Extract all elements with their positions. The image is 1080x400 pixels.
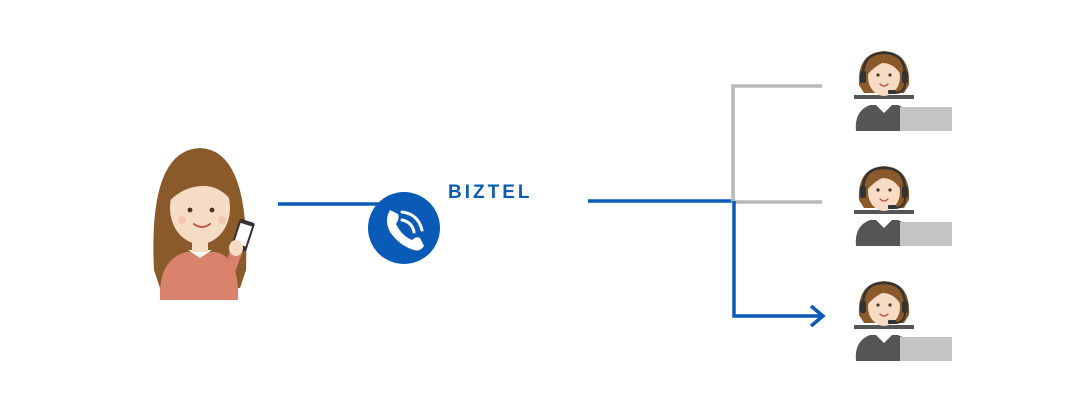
agent-2 [852, 164, 954, 248]
operator-with-headset-icon [852, 164, 954, 248]
brand-label: BIZTEL [448, 182, 533, 203]
operator-with-headset-icon [852, 279, 954, 363]
phone-handset-icon [368, 192, 440, 264]
agent-1 [852, 49, 954, 133]
route-arrow-icon [809, 304, 826, 328]
caller-figure [153, 148, 255, 300]
active-route-line [732, 201, 822, 318]
woman-with-smartphone-icon [153, 148, 255, 300]
agent-3 [852, 279, 954, 363]
operator-with-headset-icon [852, 49, 954, 133]
inactive-route-lines [731, 84, 822, 204]
